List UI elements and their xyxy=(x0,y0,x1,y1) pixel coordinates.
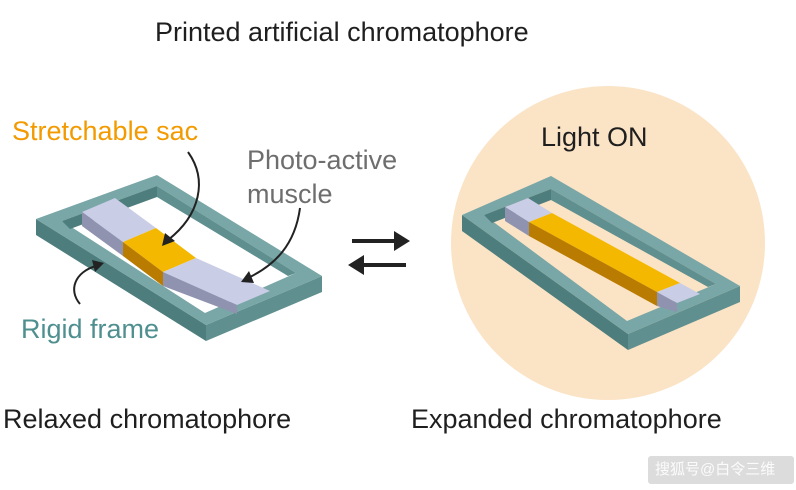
stretchable-sac-label: Stretchable sac xyxy=(12,116,199,146)
curved-arrow-icon xyxy=(247,207,301,279)
equilibrium-arrows-icon xyxy=(348,231,410,275)
light-on-label: Light ON xyxy=(541,122,648,152)
photo-active-muscle-label-line2: muscle xyxy=(247,179,333,209)
curved-arrow-icon xyxy=(73,265,97,305)
curved-arrow-icon xyxy=(167,151,200,241)
diagram-title: Printed artificial chromatophore xyxy=(155,17,529,47)
photo-active-muscle-label-line1: Photo-active xyxy=(247,145,398,175)
expanded-photo-active-muscle-left xyxy=(505,198,552,236)
relaxed-photo-active-muscle-right xyxy=(163,258,270,314)
relaxed-caption: Relaxed chromatophore xyxy=(3,404,292,434)
expanded-chromatophore xyxy=(462,176,740,350)
watermark-backdrop xyxy=(648,456,794,484)
expanded-stretchable-sac xyxy=(529,213,680,306)
curved-arrow-icon xyxy=(241,271,254,283)
expanded-caption: Expanded chromatophore xyxy=(411,404,722,434)
photo-active-muscle-label: Photo-active muscle xyxy=(247,143,397,211)
curved-arrow-icon xyxy=(162,233,175,246)
curved-arrow-icon xyxy=(92,260,104,272)
relaxed-stretchable-sac xyxy=(123,228,196,286)
relaxed-photo-active-muscle-left xyxy=(82,198,156,256)
expanded-photo-active-muscle-right xyxy=(657,283,700,312)
rigid-frame-label: Rigid frame xyxy=(21,314,160,344)
relaxed-chromatophore xyxy=(36,151,322,341)
watermark-text: 搜狐号@白令三维 xyxy=(655,461,776,478)
